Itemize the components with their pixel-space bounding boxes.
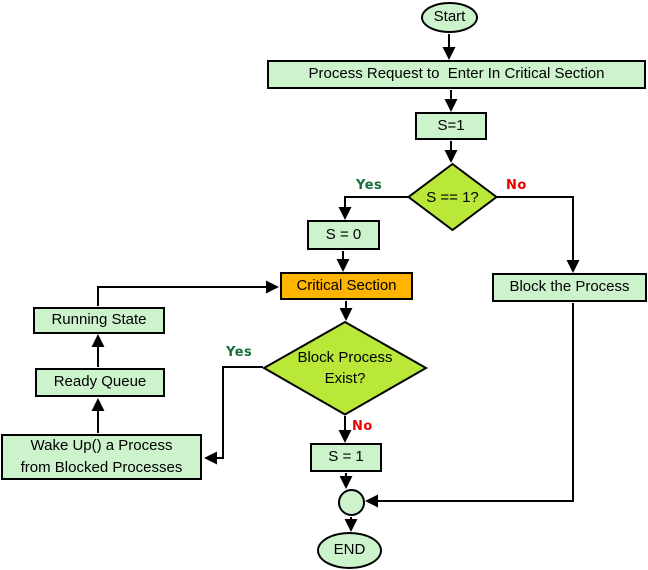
wake-up-label-line2: from Blocked Processes [20, 459, 183, 476]
process-request-node: Process Request to Enter In Critical Sec… [267, 60, 646, 89]
running-state-node: Running State [33, 307, 165, 334]
s-zero-label: S = 0 [325, 225, 362, 243]
decision-block-no-label: No [352, 419, 373, 434]
ready-queue-label: Ready Queue [53, 373, 147, 391]
running-state-label: Running State [51, 311, 147, 329]
end-label: END [333, 541, 366, 559]
edge-decision-s-no-to-block [497, 196, 580, 273]
edge-decision-block-yes-to-wake-up [204, 366, 263, 465]
edge-decision-s-yes-to-s-zero [338, 196, 408, 220]
junction-connector-node [338, 489, 365, 516]
decision-s-shape [406, 162, 499, 232]
wake-up-node: Wake Up() a Process from Blocked Process… [1, 434, 202, 480]
start-node: Start [421, 2, 478, 33]
decision-block-yes-label: Yes [226, 345, 253, 360]
critical-section-node: Critical Section [280, 272, 413, 300]
wake-up-label-line1: Wake Up() a Process [30, 437, 173, 455]
s-init-label: S=1 [437, 116, 465, 134]
s-one-label: S = 1 [328, 448, 364, 466]
s-init-node: S=1 [415, 112, 487, 140]
edge-block-to-junction [365, 303, 574, 508]
end-node: END [317, 532, 382, 569]
s-one-node: S = 1 [310, 443, 382, 472]
decision-block-shape [261, 320, 429, 416]
block-process-node: Block the Process [492, 273, 647, 302]
edge-running-state-to-critical [97, 280, 279, 306]
decision-s-label: S == 1? [426, 188, 479, 206]
decision-s-node: S == 1? [408, 183, 497, 211]
critical-section-label: Critical Section [296, 276, 397, 294]
process-request-label: Process Request to Enter In Critical Sec… [308, 65, 605, 83]
block-process-label: Block the Process [509, 278, 630, 296]
decision-s-yes-label: Yes [356, 178, 383, 193]
ready-queue-node: Ready Queue [35, 368, 165, 397]
decision-block-node: Block Process Exist? [264, 340, 426, 396]
decision-block-label-line2: Exist? [324, 370, 366, 387]
decision-s-no-label: No [506, 178, 527, 193]
start-label: Start [433, 8, 466, 26]
decision-block-label-line1: Block Process [297, 349, 393, 366]
s-zero-node: S = 0 [307, 220, 380, 250]
